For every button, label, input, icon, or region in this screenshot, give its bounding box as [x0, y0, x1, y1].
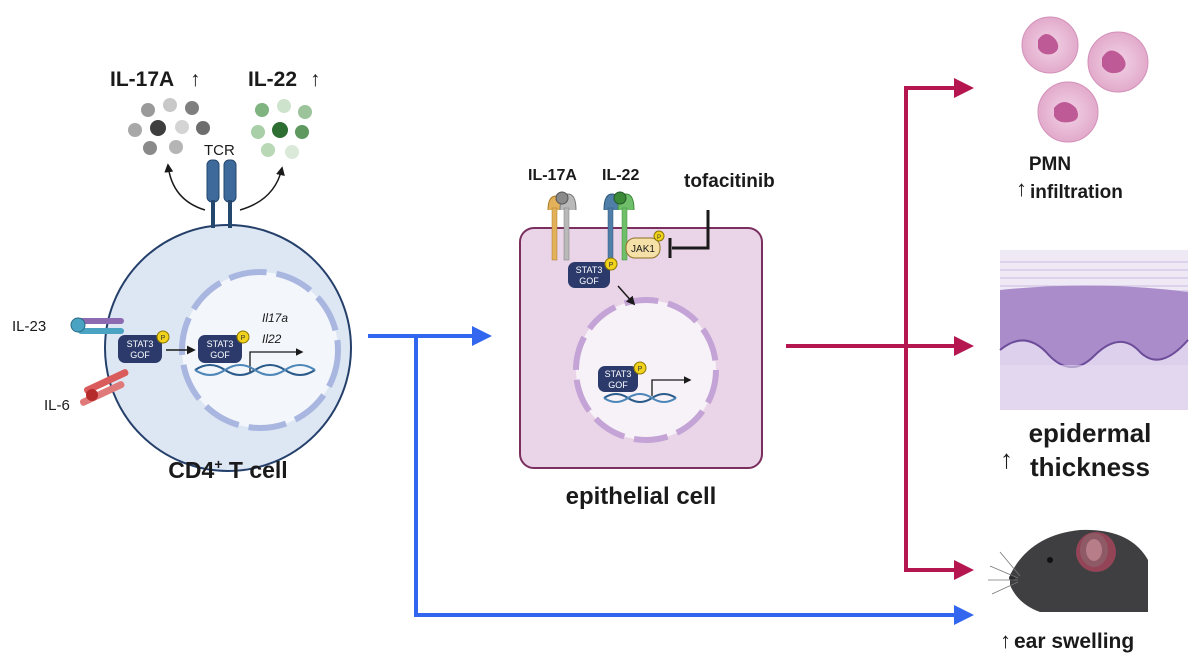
tcell-stat3-nuclear: STAT3 GOF P: [198, 330, 250, 363]
gof-label: GOF: [130, 350, 150, 360]
epidermal-up-arrow: ↑: [1000, 444, 1013, 474]
tcell-group: IL-17A ↑ IL-22 ↑ TCR IL-23: [12, 68, 352, 483]
phospho-label: P: [638, 366, 643, 373]
secretion-arrow-right: [239, 166, 285, 211]
stat3-label: STAT3: [605, 369, 632, 379]
thickness-label: thickness: [1030, 452, 1150, 482]
inhibition-line: [672, 210, 710, 250]
tcr-label: TCR: [204, 142, 235, 159]
il23-receptor: [70, 317, 124, 334]
epidermis-image: [999, 250, 1189, 410]
il22-cytokines: [251, 99, 312, 159]
il17a-output-label: IL-17A: [110, 68, 174, 91]
il17a-up-arrow: ↑: [190, 68, 201, 91]
phospho-label: P: [609, 262, 614, 269]
jak1: JAK1 P: [625, 230, 665, 259]
epithelial-title: epithelial cell: [566, 483, 717, 510]
epi-il22-label: IL-22: [602, 167, 639, 184]
tofacitinib-label: tofacitinib: [684, 171, 775, 192]
epi-translocation-arrow: [617, 285, 636, 306]
tcr-receptor: [206, 159, 237, 228]
il23-label: IL-23: [12, 318, 46, 335]
tcell-stat3-cyto: STAT3 GOF P: [118, 330, 170, 363]
epi-il17a-receptor: [547, 191, 577, 261]
phospho-label: P: [657, 235, 661, 241]
phospho-label: P: [161, 335, 166, 342]
jak1-label: JAK1: [631, 244, 655, 255]
pmn-title: PMN: [1029, 154, 1071, 175]
gof-label: GOF: [210, 350, 230, 360]
stat3-label: STAT3: [207, 339, 234, 349]
epi-dna-helix: [603, 393, 677, 403]
pmn-infiltration-label: infiltration: [1030, 182, 1123, 203]
il22-up-arrow: ↑: [310, 68, 321, 91]
il6-label: IL-6: [44, 397, 70, 414]
epi-il17a-label: IL-17A: [528, 167, 577, 184]
stat3-label: STAT3: [576, 265, 603, 275]
ear-up-arrow: ↑: [1000, 628, 1011, 653]
gene-il17a-label: Il17a: [262, 311, 288, 325]
red-arrows: [786, 78, 974, 580]
epithelial-group: IL-17A IL-22 JAK1 P tofacitinib STAT3 GO…: [519, 167, 775, 510]
epi-stat3-nuclear: STAT3 GOF P: [598, 361, 647, 392]
epi-transcription-arrow: [651, 376, 692, 396]
gene-il22-label: Il22: [262, 332, 282, 346]
secretion-arrow-left: [164, 163, 206, 211]
blue-arrows: [368, 326, 974, 625]
phospho-label: P: [241, 335, 246, 342]
dna-helix: [194, 364, 316, 376]
mouse-image: [988, 529, 1148, 612]
stat3-label: STAT3: [127, 339, 154, 349]
pmn-cells: [1021, 16, 1149, 143]
tcell-title: CD4+ T cell: [168, 456, 287, 483]
gof-label: GOF: [579, 276, 599, 286]
il6-receptor: [79, 369, 129, 406]
transcription-arrow: [249, 348, 304, 372]
il17a-cytokines: [128, 98, 210, 155]
epi-il22-receptor: [603, 191, 635, 261]
ear-swelling-label: ear swelling: [1014, 630, 1134, 653]
epidermal-label: epidermal: [1029, 418, 1152, 448]
il22-output-label: IL-22: [248, 68, 297, 91]
epi-stat3-cyto: STAT3 GOF P: [568, 257, 618, 288]
arrow-to-ear-swelling: [414, 336, 974, 625]
pmn-up-arrow: ↑: [1016, 176, 1027, 201]
gof-label: GOF: [608, 380, 628, 390]
